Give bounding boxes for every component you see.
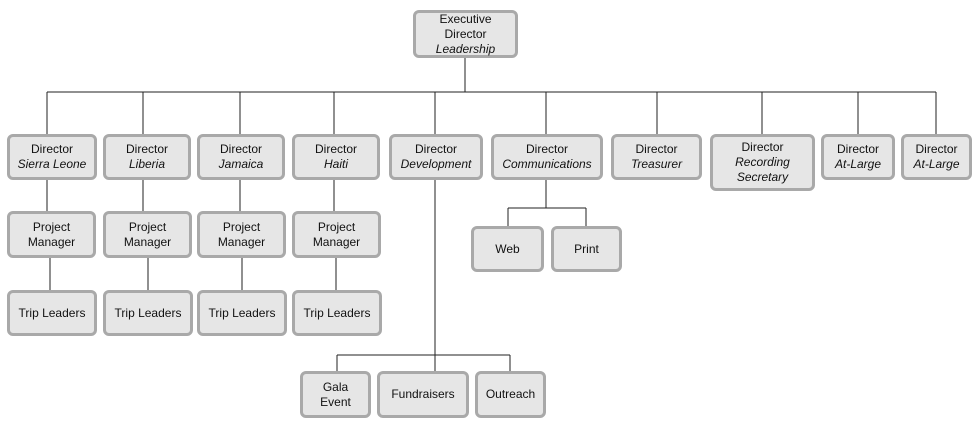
outreach-box: Outreach — [475, 371, 546, 418]
box-title: Director — [414, 142, 457, 156]
box-subtitle: Jamaica — [218, 157, 264, 171]
print-box: Print — [551, 226, 622, 272]
box-label: Project Manager — [27, 219, 76, 249]
box-title: Director — [635, 142, 678, 156]
box-subtitle: At-Large — [913, 157, 960, 171]
box-label: Trip Leaders — [18, 305, 86, 320]
box-title: Director — [219, 142, 262, 156]
director-at-large-box: Director At-Large — [821, 134, 895, 180]
trip-leaders-box: Trip Leaders — [197, 290, 287, 336]
gala-event-box: Gala Event — [300, 371, 371, 418]
box-label: Trip Leaders — [114, 305, 182, 320]
project-manager-box: Project Manager — [103, 211, 192, 258]
box-subtitle: Treasurer — [630, 157, 683, 171]
box-label: Fundraisers — [391, 387, 455, 401]
director-sierra-leone-box: Director Sierra Leone — [7, 134, 97, 180]
box-title: Director — [30, 142, 73, 156]
box-label: Gala Event — [320, 379, 351, 409]
box-title: Director — [741, 140, 784, 154]
box-label: Outreach — [485, 387, 536, 401]
box-title: Executive Director — [439, 11, 492, 41]
box-label: Trip Leaders — [303, 305, 371, 320]
executive-director-box: Executive Director Leadership — [413, 10, 518, 58]
director-development-box: Director Development — [389, 134, 483, 180]
web-box: Web — [471, 226, 544, 272]
director-at-large-box: Director At-Large — [901, 134, 972, 180]
fundraisers-box: Fundraisers — [377, 371, 469, 418]
box-subtitle: Liberia — [128, 157, 166, 171]
box-label: Print — [574, 241, 599, 256]
trip-leaders-box: Trip Leaders — [103, 290, 193, 336]
box-title: Director — [314, 142, 357, 156]
box-label: Project Manager — [312, 219, 361, 249]
trip-leaders-box: Trip Leaders — [7, 290, 97, 336]
box-subtitle: Sierra Leone — [17, 157, 87, 171]
box-subtitle: Haiti — [323, 157, 348, 171]
project-manager-box: Project Manager — [197, 211, 286, 258]
trip-leaders-box: Trip Leaders — [292, 290, 382, 336]
project-manager-box: Project Manager — [292, 211, 381, 258]
director-jamaica-box: Director Jamaica — [197, 134, 285, 180]
director-liberia-box: Director Liberia — [103, 134, 191, 180]
box-title: Director — [836, 142, 879, 156]
box-title: Director — [525, 142, 568, 156]
box-subtitle: At-Large — [834, 157, 882, 171]
director-treasurer-box: Director Treasurer — [611, 134, 702, 180]
box-label: Project Manager — [123, 219, 172, 249]
box-subtitle: Communications — [502, 157, 592, 171]
box-label: Project Manager — [217, 219, 266, 249]
director-recording-secretary-box: Director Recording Secretary — [710, 134, 815, 191]
box-subtitle: Development — [400, 157, 472, 171]
box-subtitle: Recording Secretary — [735, 155, 790, 184]
box-title: Director — [125, 142, 168, 156]
box-subtitle: Leadership — [435, 41, 496, 56]
director-haiti-box: Director Haiti — [292, 134, 380, 180]
project-manager-box: Project Manager — [7, 211, 96, 258]
box-title: Director — [915, 142, 958, 156]
director-communications-box: Director Communications — [491, 134, 603, 180]
box-label: Web — [495, 241, 520, 256]
box-label: Trip Leaders — [208, 305, 276, 320]
